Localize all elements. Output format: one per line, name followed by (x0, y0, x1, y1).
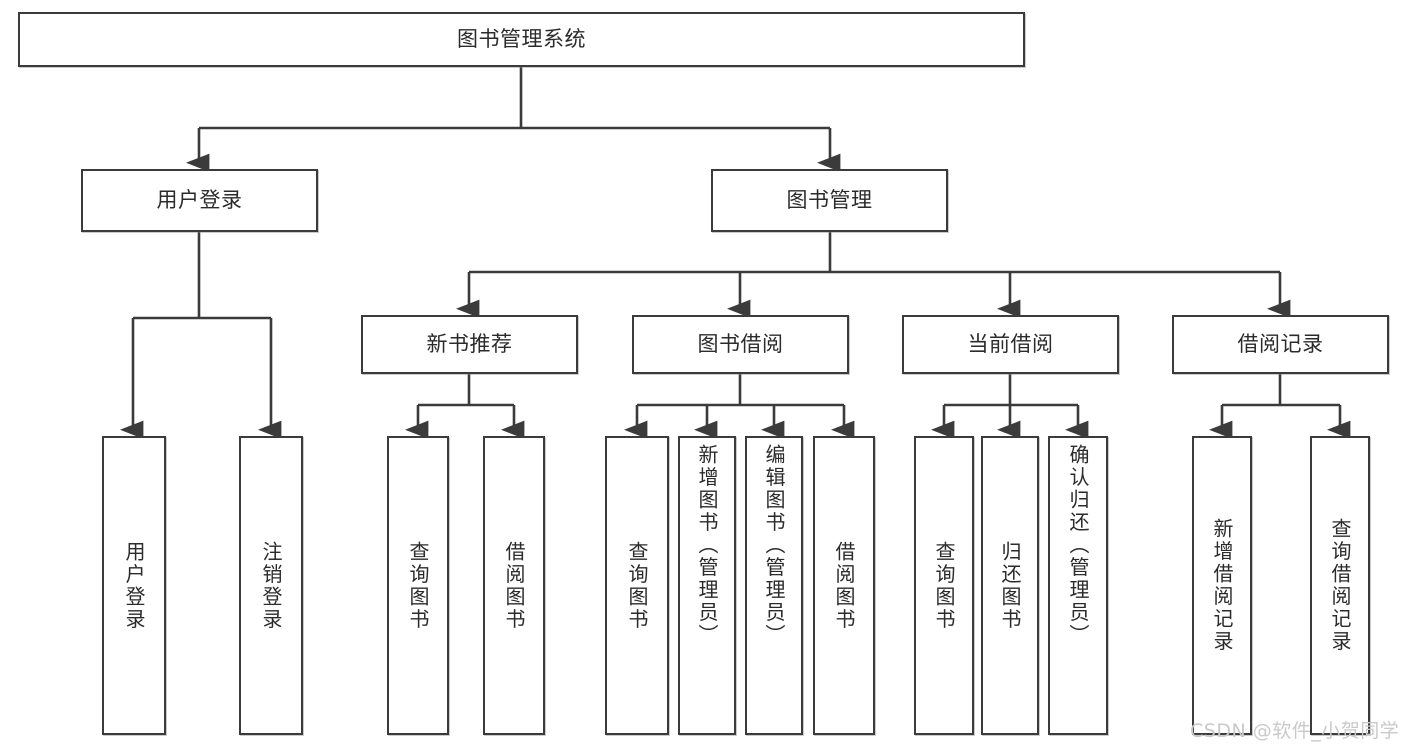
node-root[interactable]: 图书管理系统 (18, 12, 1025, 67)
node-leaf-query-book-1[interactable]: 查询图书 (387, 436, 449, 735)
node-new-book-rec[interactable]: 新书推荐 (361, 315, 578, 374)
node-label-leaf-query-book-1: 查询图书 (406, 540, 430, 631)
node-label-leaf-logout: 注销登录 (259, 540, 283, 631)
node-label-leaf-add-book: 新增图书（管理员） (695, 444, 719, 647)
node-label-leaf-query-record: 查询借阅记录 (1328, 518, 1352, 653)
node-label-root: 图书管理系统 (457, 27, 586, 52)
node-label-new-book-rec: 新书推荐 (426, 332, 513, 357)
node-borrow-record[interactable]: 借阅记录 (1172, 315, 1389, 374)
node-leaf-query-book-3[interactable]: 查询图书 (914, 436, 974, 735)
node-leaf-borrow-book-1[interactable]: 借阅图书 (483, 436, 545, 735)
node-current-borrow[interactable]: 当前借阅 (902, 315, 1119, 374)
node-label-leaf-return-book: 归还图书 (998, 540, 1022, 631)
node-leaf-return-book[interactable]: 归还图书 (981, 436, 1039, 735)
node-label-leaf-borrow-book-1: 借阅图书 (502, 540, 526, 631)
node-label-leaf-query-book-3: 查询图书 (932, 540, 956, 631)
node-label-book-manage: 图书管理 (786, 188, 873, 213)
node-leaf-query-record[interactable]: 查询借阅记录 (1310, 436, 1370, 735)
node-book-manage[interactable]: 图书管理 (711, 169, 948, 232)
node-book-borrow[interactable]: 图书借阅 (632, 315, 849, 374)
node-leaf-borrow-book-2[interactable]: 借阅图书 (813, 436, 875, 735)
node-label-book-borrow: 图书借阅 (697, 332, 784, 357)
node-label-leaf-borrow-book-2: 借阅图书 (832, 540, 856, 631)
node-leaf-user-login[interactable]: 用户登录 (102, 436, 166, 735)
node-label-leaf-add-record: 新增借阅记录 (1210, 518, 1234, 653)
node-leaf-confirm-return[interactable]: 确认归还（管理员） (1048, 436, 1108, 735)
node-label-borrow-record: 借阅记录 (1237, 332, 1324, 357)
node-label-leaf-edit-book: 编辑图书（管理员） (762, 444, 786, 647)
node-label-leaf-query-book-2: 查询图书 (625, 540, 649, 631)
node-user-login[interactable]: 用户登录 (81, 169, 318, 232)
node-label-user-login: 用户登录 (156, 188, 243, 213)
node-label-leaf-confirm-return: 确认归还（管理员） (1066, 444, 1090, 647)
node-label-current-borrow: 当前借阅 (967, 332, 1054, 357)
node-leaf-query-book-2[interactable]: 查询图书 (605, 436, 669, 735)
node-leaf-add-record[interactable]: 新增借阅记录 (1192, 436, 1252, 735)
node-leaf-logout[interactable]: 注销登录 (239, 436, 303, 735)
node-label-leaf-user-login: 用户登录 (122, 540, 146, 631)
node-leaf-add-book[interactable]: 新增图书（管理员） (678, 436, 736, 735)
node-leaf-edit-book[interactable]: 编辑图书（管理员） (745, 436, 803, 735)
